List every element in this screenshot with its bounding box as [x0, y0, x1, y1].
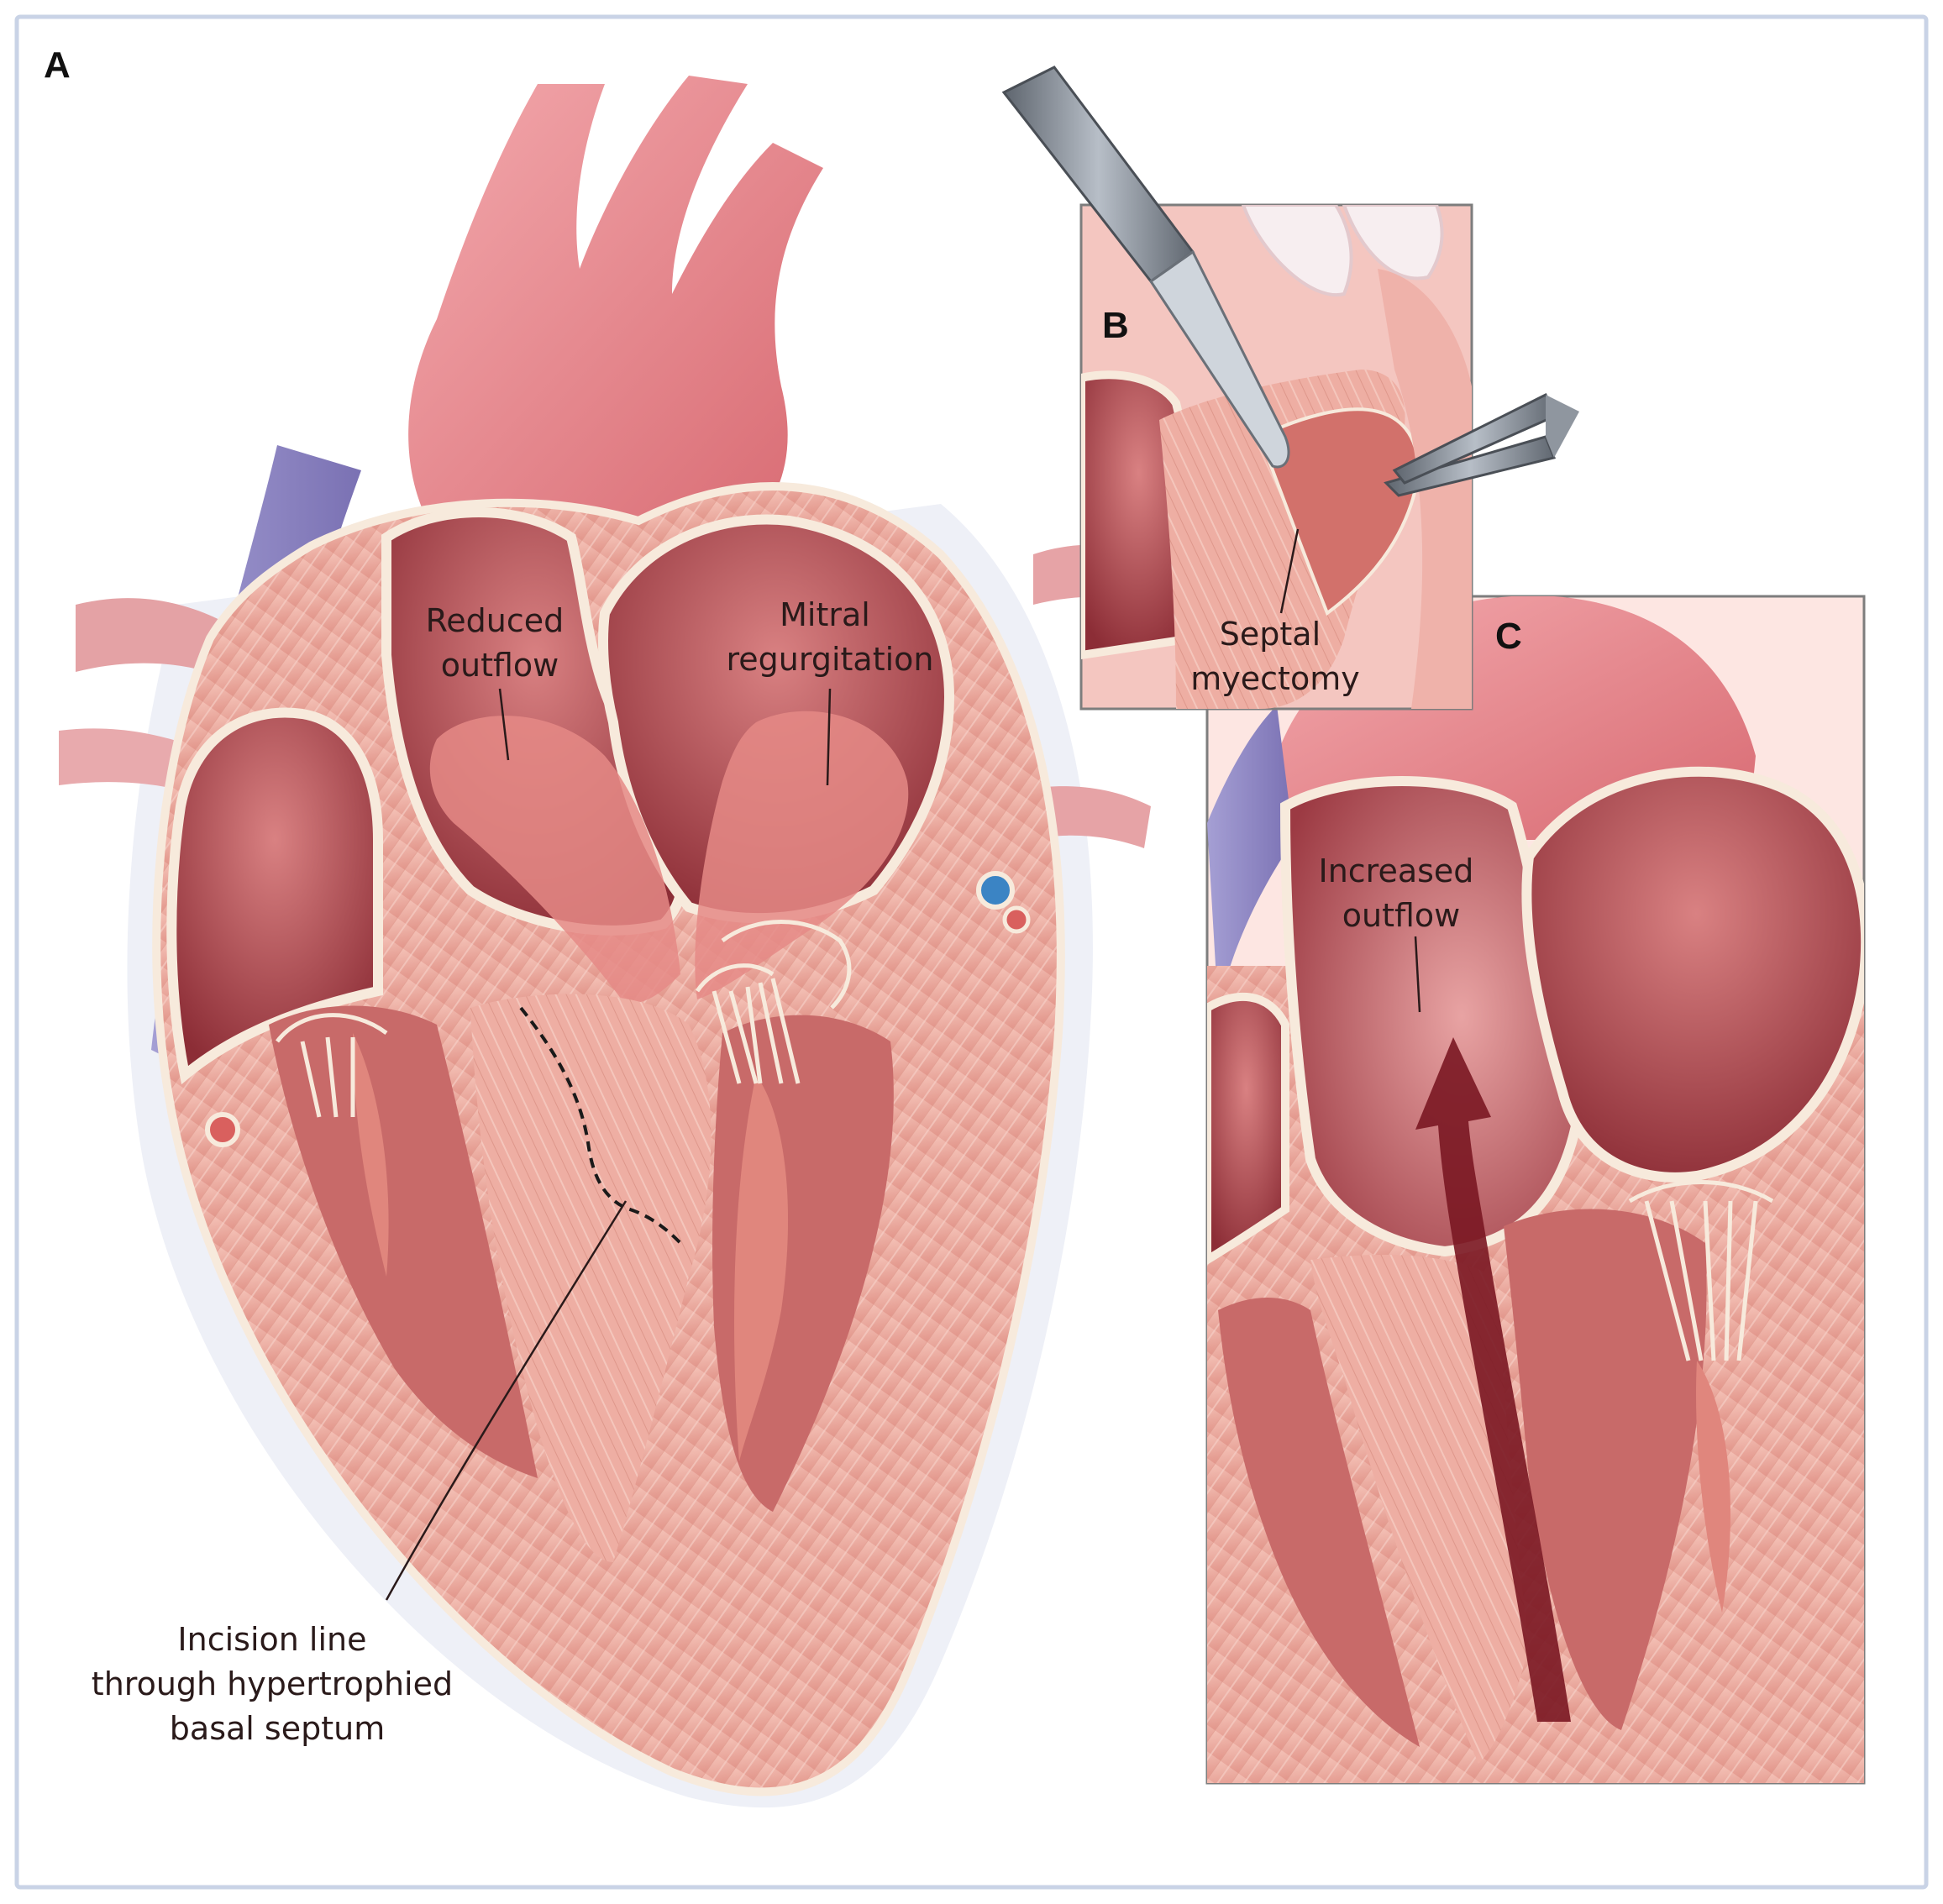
panel-c-vein — [1207, 705, 1294, 1008]
panel-b-aortic-cusp-2 — [1342, 205, 1444, 281]
panel-c: C Increased outflow — [1205, 595, 1866, 1785]
panel-c-right-ventricle — [1218, 1298, 1420, 1747]
right-ventricle — [269, 1005, 538, 1478]
panel-letter-a: A — [44, 45, 71, 86]
leader-incision-line — [385, 1200, 628, 1601]
panel-b-aortic-cusp — [1241, 205, 1353, 297]
mitral-valve — [695, 920, 852, 1084]
increased-outflow-arrow — [1415, 1037, 1571, 1722]
incision-line — [519, 1006, 682, 1245]
label-septal-myectomy: Septal myectomy — [1190, 616, 1359, 697]
label-mitral-regurgitation: Mitral regurgitation — [727, 596, 934, 678]
coronary-artery-right — [205, 1112, 240, 1147]
leader-mitral-regurgitation — [826, 688, 832, 786]
panel-c-thinned-septum — [1310, 1255, 1529, 1764]
leader-septal-myectomy — [1279, 528, 1300, 614]
panel-c-papillary-muscle — [1696, 1361, 1730, 1613]
panel-b: B Septal myectomy — [1001, 66, 1579, 711]
coronary-artery-left — [976, 871, 1015, 910]
leader-increased-outflow — [1414, 936, 1421, 1013]
panel-c-left-ventricle — [1504, 1209, 1707, 1730]
hypertrophied-septum — [470, 994, 712, 1562]
scalpel-icon — [1001, 66, 1290, 469]
reduced-outflow-jet — [429, 716, 680, 1003]
label-increased-outflow: Increased outflow — [1318, 852, 1484, 934]
tricuspid-valve — [276, 1013, 388, 1118]
label-incision-line: Incision line through hypertrophied basa… — [92, 1621, 463, 1747]
panel-c-left-atrium — [1521, 766, 1864, 1183]
panel-a-heart: A Reduced outflow Mitral regurgitation I… — [44, 45, 1168, 1808]
panel-c-lv-outflow — [1279, 776, 1585, 1257]
coronary-artery-left-2 — [1002, 905, 1031, 934]
aorta — [408, 76, 823, 538]
leader-reduced-outflow — [498, 688, 510, 761]
right-atrium — [166, 707, 383, 1085]
panel-letter-c: C — [1495, 616, 1522, 657]
panel-c-mitral-valve — [1628, 1180, 1774, 1361]
panel-c-right-atrium — [1207, 992, 1289, 1265]
forceps-icon — [1384, 392, 1579, 497]
papillary-muscle-right — [353, 1033, 389, 1277]
panel-letter-b: B — [1102, 305, 1129, 346]
label-reduced-outflow: Reduced outflow — [426, 602, 575, 684]
panel-b-resected-tissue — [1258, 407, 1420, 616]
papillary-muscle-left — [734, 1075, 789, 1461]
